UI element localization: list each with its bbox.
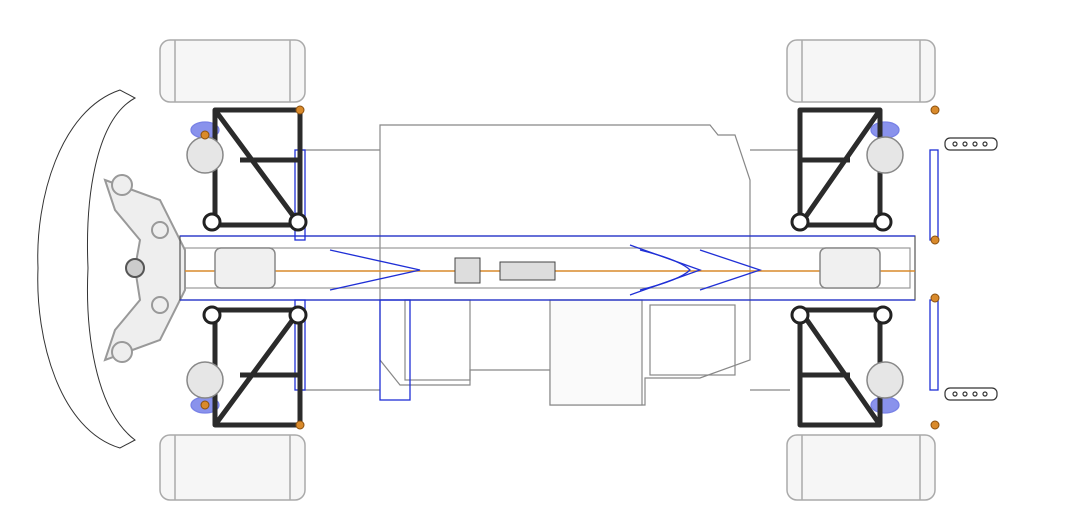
bumper-mount	[103, 174, 186, 363]
spur-gear	[454, 257, 556, 284]
orange-fittings	[200, 105, 940, 430]
front-bumper	[37, 89, 137, 449]
wheel-rear-left	[786, 39, 936, 103]
hubs	[186, 136, 904, 399]
wheels	[159, 39, 936, 501]
body-mounts	[944, 137, 998, 401]
wheel-rear-right	[786, 434, 936, 501]
blue-components	[180, 121, 939, 414]
battery-tray	[300, 124, 800, 406]
pivot-points	[202, 212, 893, 325]
wheel-front-right	[159, 434, 306, 501]
wheel-front-left	[159, 39, 306, 103]
